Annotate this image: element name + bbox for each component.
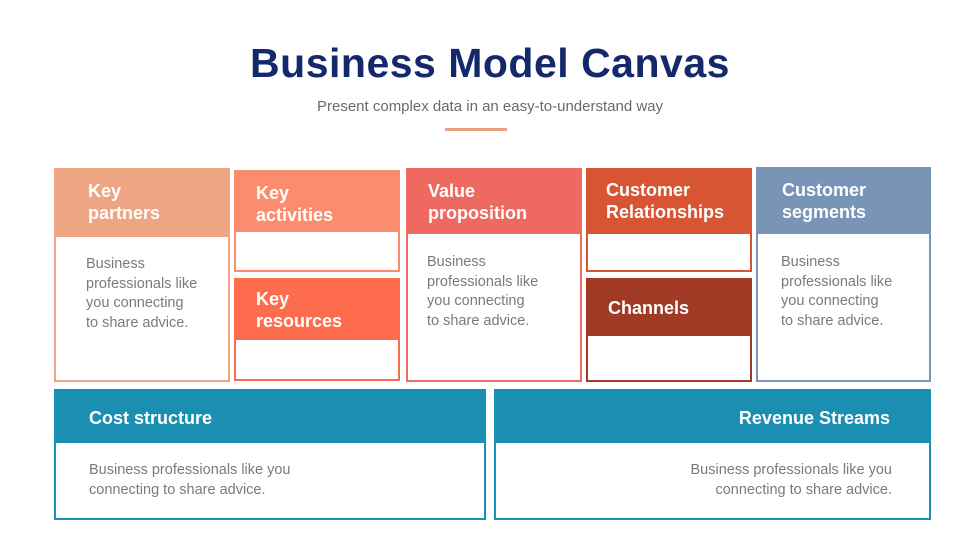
key-activities-title-line1: Key (256, 183, 290, 203)
text-line: to share advice. (427, 312, 530, 329)
revenue-streams-header: Revenue Streams (496, 391, 929, 443)
key-partners-text: Business professionals like you connecti… (86, 255, 197, 333)
text-line: to share advice. (86, 314, 189, 331)
key-activities-title-line2: activities (256, 205, 334, 225)
key-partners-title-line2: partners (88, 203, 161, 223)
revenue-streams-title: Revenue Streams (738, 408, 890, 428)
customer-relationships-header: Customer Relationships (588, 170, 750, 234)
key-resources-title-line1: Key (256, 289, 290, 309)
customer-relationships-title-line1: Customer (606, 180, 691, 200)
text-line: Business (86, 256, 145, 272)
key-partners-header: Key partners (56, 170, 228, 237)
text-line: professionals like (86, 275, 198, 292)
key-partners-block: Key partners Business professionals like… (54, 168, 230, 382)
text-line: Business (781, 254, 840, 270)
text-line: Business professionals like you (690, 462, 893, 478)
customer-segments-title-line1: Customer (782, 180, 867, 200)
value-proposition-title-line1: Value (428, 181, 476, 201)
value-proposition-title-line2: proposition (428, 203, 527, 223)
customer-segments-text: Business professionals like you connecti… (781, 253, 892, 331)
customer-segments-title-line2: segments (782, 202, 867, 222)
text-line: Business (427, 254, 486, 270)
customer-segments-header: Customer segments (758, 169, 929, 234)
text-line: connecting to share advice. (89, 481, 266, 498)
value-proposition-text: Business professionals like you connecti… (427, 253, 538, 331)
key-resources-title-line2: resources (256, 311, 343, 331)
channels-block: Channels (586, 278, 752, 382)
key-partners-title-line1: Key (88, 181, 122, 201)
text-line: you connecting (427, 293, 525, 309)
channels-title: Channels (608, 298, 690, 318)
text-line: professionals like (781, 273, 893, 290)
cost-structure-header: Cost structure (56, 391, 484, 443)
value-proposition-header: Value proposition (408, 170, 580, 234)
text-line: Business professionals like you (89, 462, 291, 478)
key-resources-block: Key resources (234, 278, 400, 381)
customer-relationships-block: Customer Relationships (586, 168, 752, 272)
customer-relationships-title-line2: Relationships (606, 202, 725, 222)
page-subtitle: Present complex data in an easy-to-under… (316, 98, 664, 115)
text-line: to share advice. (781, 312, 884, 329)
text-line: professionals like (427, 273, 539, 290)
customer-segments-block: Customer segments Business professionals… (756, 167, 931, 382)
cost-structure-text: Business professionals like you connecti… (89, 461, 291, 500)
text-line: you connecting (86, 295, 184, 311)
cost-structure-block: Cost structure Business professionals li… (54, 389, 486, 520)
text-line: you connecting (781, 293, 879, 309)
text-line: connecting to share advice. (715, 481, 892, 498)
cost-structure-title: Cost structure (89, 408, 213, 428)
key-activities-block: Key activities (234, 170, 400, 272)
page-title: Business Model Canvas (250, 40, 730, 86)
key-activities-header: Key activities (236, 172, 398, 232)
key-resources-header: Key resources (236, 280, 398, 340)
revenue-streams-text: Business professionals like you connecti… (691, 461, 893, 500)
revenue-streams-block: Revenue Streams Business professionals l… (494, 389, 931, 520)
channels-header: Channels (588, 280, 750, 336)
value-proposition-block: Value proposition Business professionals… (406, 168, 582, 382)
title-underline (445, 128, 507, 131)
